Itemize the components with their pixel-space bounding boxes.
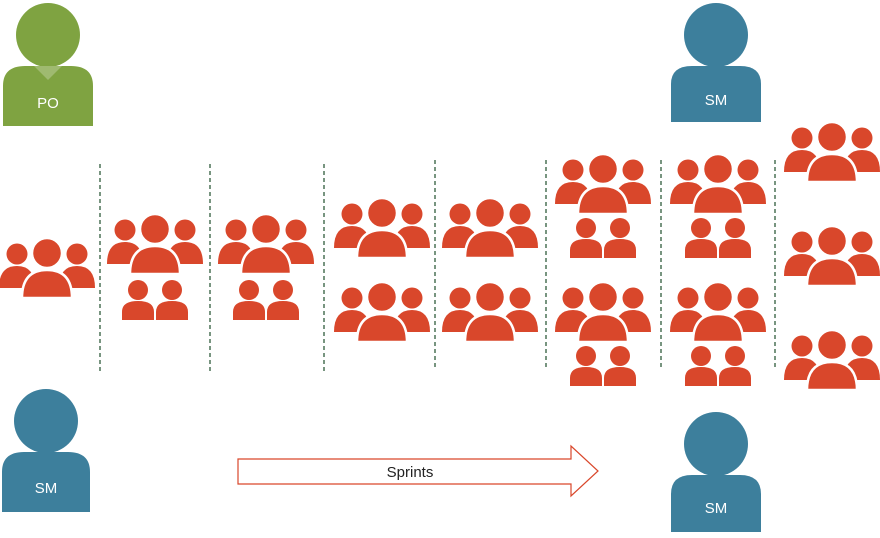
large-team-icon xyxy=(553,280,653,344)
arrow-shape xyxy=(237,444,599,498)
small-team-icon xyxy=(570,218,636,258)
stage-3 xyxy=(216,212,316,320)
sm-head xyxy=(14,389,78,453)
large-team-icon xyxy=(668,280,768,344)
stage-8 xyxy=(782,120,880,392)
large-team-icon xyxy=(782,224,880,288)
large-team-icon xyxy=(668,152,768,216)
po-label: PO xyxy=(37,95,59,112)
large-team-icon xyxy=(553,152,653,216)
large-team-icon xyxy=(782,120,880,184)
small-team-icon xyxy=(685,346,751,386)
scrum-master-figure-bottom-right: SM xyxy=(671,412,761,532)
small-team-icon xyxy=(233,280,299,320)
small-team-icon xyxy=(685,218,751,258)
large-team-icon xyxy=(332,280,432,344)
sm-label-top-right: SM xyxy=(705,92,728,109)
large-team-icon xyxy=(332,196,432,260)
po-head xyxy=(16,3,80,67)
sprints-label: Sprints xyxy=(387,464,434,481)
sm-label-bottom-right: SM xyxy=(705,500,728,517)
sm-body xyxy=(2,452,90,512)
stage-7 xyxy=(668,152,768,386)
large-team-icon xyxy=(216,212,316,276)
sprints-arrow: Sprints xyxy=(237,444,599,498)
large-team-icon xyxy=(440,196,540,260)
po-body xyxy=(3,66,93,126)
sm-label-left: SM xyxy=(35,480,58,497)
scrum-master-figure-left: SM xyxy=(2,389,90,512)
small-team-icon xyxy=(570,346,636,386)
scrum-master-figure-top-right: SM xyxy=(671,3,761,122)
product-owner-figure: PO xyxy=(3,3,93,126)
stage-6 xyxy=(553,152,653,386)
sm-body xyxy=(671,475,761,532)
large-team-icon xyxy=(0,236,97,300)
stage-4 xyxy=(332,196,432,344)
large-team-icon xyxy=(440,280,540,344)
sm-body xyxy=(671,66,761,122)
stage-1 xyxy=(0,236,97,300)
teams xyxy=(0,120,880,392)
stage-2 xyxy=(105,212,205,320)
sm-head xyxy=(684,3,748,67)
stage-5 xyxy=(440,196,540,344)
sm-head xyxy=(684,412,748,476)
large-team-icon xyxy=(782,328,880,392)
small-team-icon xyxy=(122,280,188,320)
po-collar xyxy=(34,66,62,80)
large-team-icon xyxy=(105,212,205,276)
